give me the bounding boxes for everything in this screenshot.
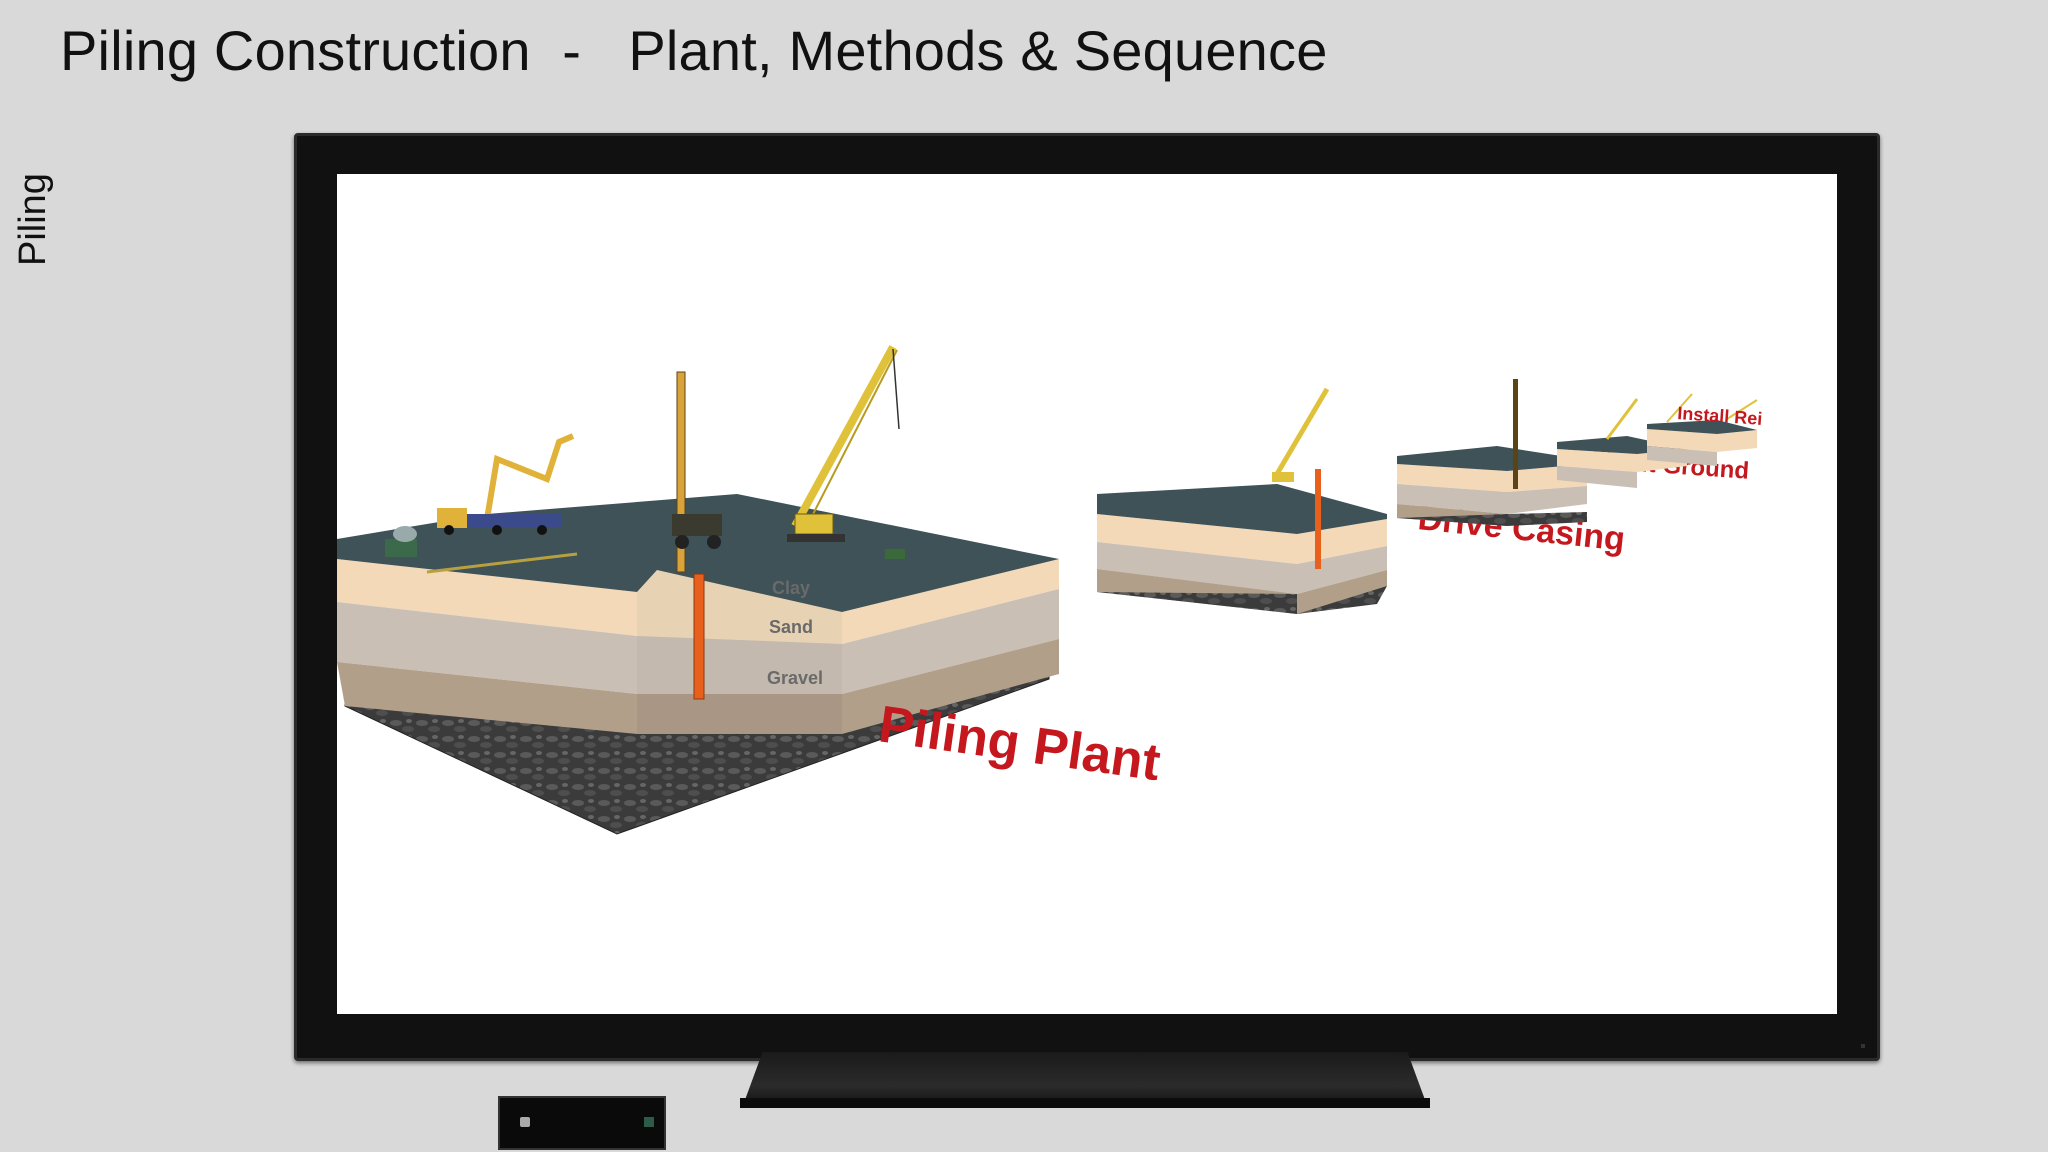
gravel-layer-right: [842, 639, 1059, 734]
gravel-layer-left: [337, 662, 637, 734]
block-drill-out-ground: [1397, 379, 1587, 526]
layer-label-sand: Sand: [769, 617, 813, 637]
pile-casing: [693, 573, 705, 700]
layer-label-clay: Clay: [772, 578, 810, 598]
slide-title: Piling Construction - Plant, Methods & S…: [60, 19, 1328, 82]
clay-layer-left: [337, 559, 637, 636]
crawler-crane: [787, 345, 905, 559]
side-section-label: Piling: [12, 173, 54, 266]
piling-scene-illustration: Clay Sand Gravel: [337, 345, 1763, 835]
label-piling-plant: Piling Plant: [875, 695, 1163, 792]
sand-layer-left: [337, 602, 637, 694]
power-indicator: [1861, 1044, 1865, 1048]
layer-label-gravel: Gravel: [767, 668, 823, 688]
status-light-icon: [644, 1117, 654, 1127]
block-drive-casing: [1097, 387, 1387, 614]
concrete-pump-truck: [385, 433, 578, 574]
sand-layer-right: [842, 589, 1059, 694]
tv-screen: Clay Sand Gravel: [337, 174, 1837, 1014]
tv-stand-base: [740, 1098, 1430, 1108]
status-light-icon: [520, 1117, 530, 1127]
tv-monitor: Clay Sand Gravel: [294, 133, 1880, 1061]
piling-rig: [672, 371, 722, 700]
set-top-box: [498, 1096, 666, 1150]
clay-layer-right: [842, 559, 1059, 644]
block-further-stages: [1557, 393, 1758, 488]
